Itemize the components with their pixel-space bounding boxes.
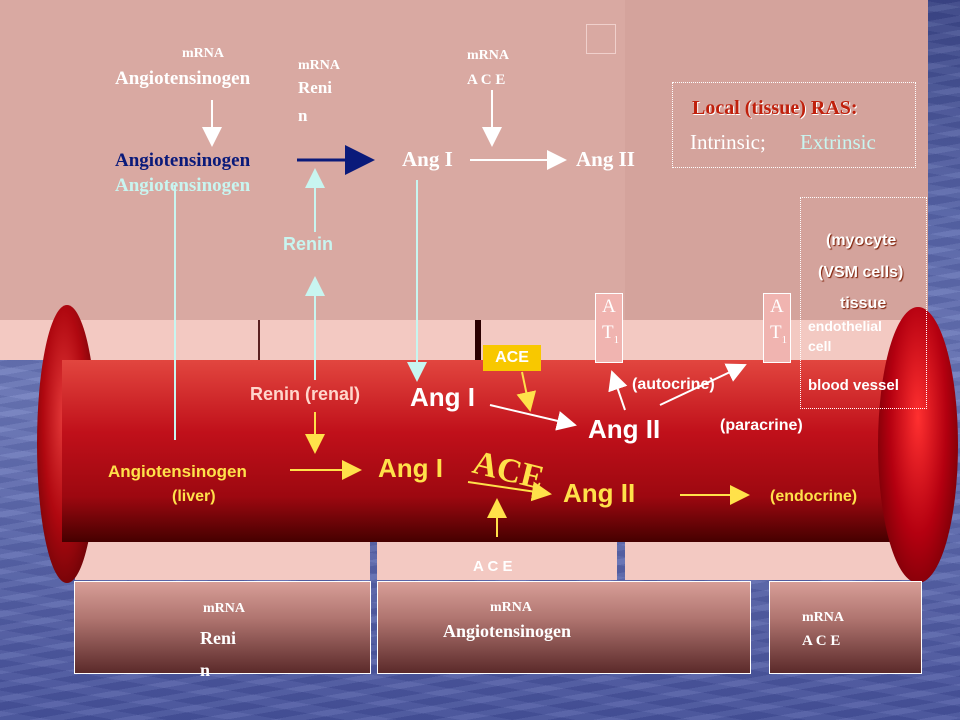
bottom-box-angiotensinogen <box>377 581 751 674</box>
lower-band <box>625 540 923 580</box>
endocrine-label: (endocrine) <box>770 488 858 505</box>
angiotensinogen-shadow: Angiotensinogen <box>115 175 251 196</box>
renin-tissue: Renin <box>283 234 334 254</box>
panel-square-marker <box>586 24 616 54</box>
tissue-panel-right <box>625 0 928 320</box>
lower-band <box>377 540 617 580</box>
band-divider <box>475 320 481 360</box>
vsm-label: (VSM cells) <box>818 264 904 281</box>
mrna-renin-label: mRNA <box>298 58 340 73</box>
tissue-label: tissue <box>840 295 887 312</box>
band-divider <box>258 320 260 360</box>
lower-band <box>75 540 370 580</box>
bottom-renin-gene-wrap: n <box>200 660 211 680</box>
arrow-ang1-to-ang2-upper <box>489 404 577 431</box>
arrow-autocrine <box>608 370 628 411</box>
bottom-renin-gene: Reni <box>200 628 236 648</box>
bottom-box-ace <box>769 581 922 674</box>
bottom-agt-gene: Angiotensinogen <box>443 621 572 641</box>
mrna-ace-label: mRNA <box>467 48 509 63</box>
angiotensinogen-liver: Angiotensinogen <box>108 462 247 481</box>
bottom-box-renin <box>74 581 371 674</box>
agt-gene-label: Angiotensinogen <box>115 68 251 89</box>
ang1-lower: Ang I <box>378 453 443 483</box>
cell-label: cell <box>808 338 832 354</box>
arrow-ang1-to-ang2-lower <box>467 481 552 502</box>
ang2-tissue: Ang II <box>576 147 635 171</box>
bottom-mrna-ace: mRNA <box>802 610 844 625</box>
local-ras-title: Local (tissue) RAS: <box>692 97 858 119</box>
blood-vessel-label: blood vessel <box>808 377 899 394</box>
ang1-tissue: Ang I <box>402 147 453 171</box>
ace-bottom-label: A C E <box>473 558 513 575</box>
renin-gene-label: Reni <box>298 78 332 97</box>
ang2-lower: Ang II <box>563 478 636 508</box>
local-ras-box <box>672 82 916 168</box>
bottom-ace-gene: A C E <box>802 633 841 649</box>
ace-badge: ACE <box>483 345 541 371</box>
arrow-ace-small <box>516 371 537 412</box>
tissue-box <box>800 197 927 409</box>
renin-gene-label-wrap: n <box>298 106 308 125</box>
bottom-mrna-renin: mRNA <box>203 601 245 616</box>
extrinsic-label: Extrinsic <box>800 130 876 154</box>
paracrine-label: (paracrine) <box>720 417 803 434</box>
mrna-agt-label: mRNA <box>182 46 224 61</box>
intrinsic-label: Intrinsic; <box>690 130 766 154</box>
ang2-upper: Ang II <box>588 414 661 444</box>
arrow-paracrine <box>659 363 747 406</box>
autocrine-label: (autocrine) <box>632 376 715 393</box>
endothelial-label: endothelial <box>808 318 882 334</box>
vessel-right-end <box>878 307 958 583</box>
ang1-upper: Ang I <box>410 382 475 412</box>
ace-gene-label: A C E <box>467 72 506 88</box>
liver-label: (liver) <box>172 488 216 505</box>
angiotensinogen-tissue: Angiotensinogen <box>115 150 251 171</box>
myocyte-label: (myocyte <box>826 232 897 249</box>
renin-renal-label: Renin (renal) <box>250 384 361 404</box>
bottom-mrna-agt: mRNA <box>490 600 532 615</box>
